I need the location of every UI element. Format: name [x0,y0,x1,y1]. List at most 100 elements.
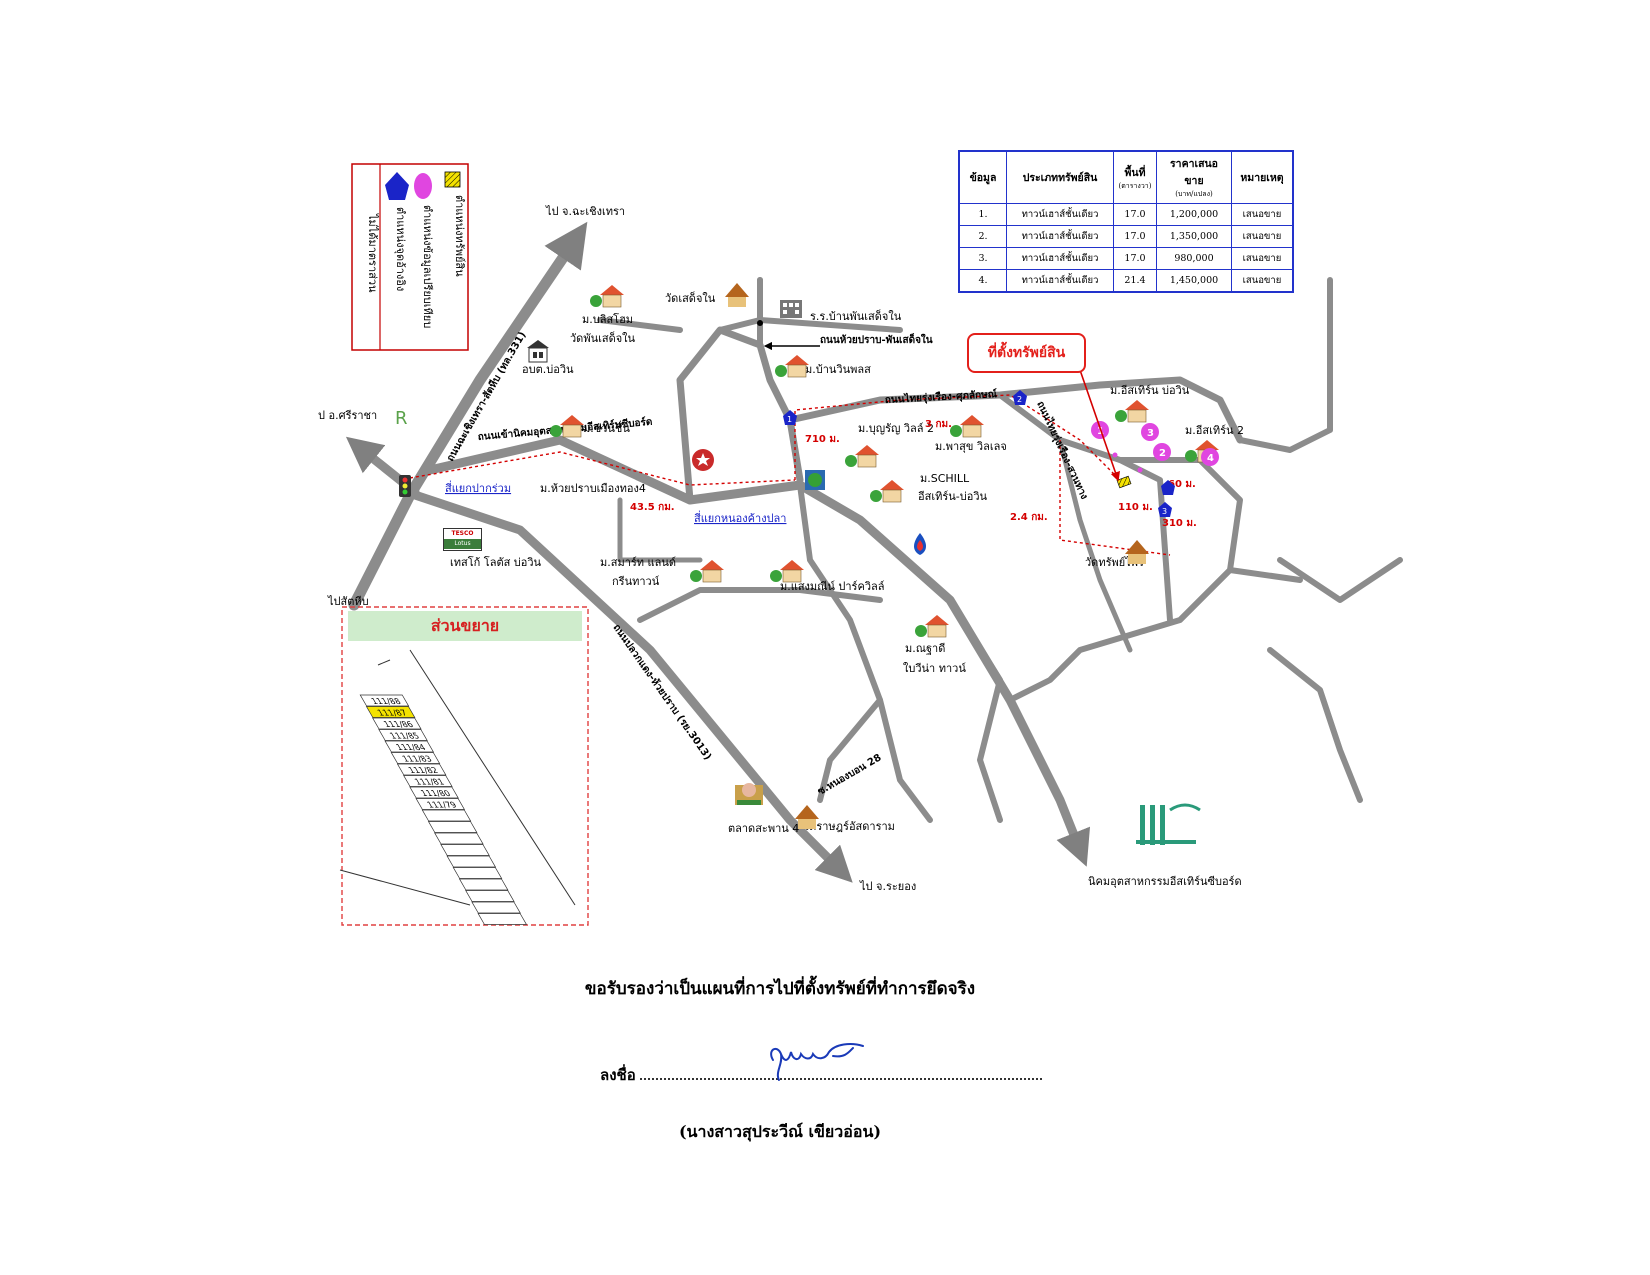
yellow-hatched-square-icon [444,171,461,188]
plot-grid: 111/88111/87111/86111/85111/84111/83111/… [359,694,528,925]
label-village-boonyarin: ม.บุญรัญ วิลล์ 2 [858,422,934,435]
plot-cell [421,809,472,822]
certification-statement: ขอรับรองว่าเป็นแผนที่การไปที่ตั้งทรัพย์ท… [584,979,976,999]
property-location-marker [1116,475,1132,489]
road-huaiprap [676,326,804,504]
legend-label-property: ตำแหน่งทรัพย์สิน [453,195,466,277]
label-village-chuanchuen: ม.ชวนชื่น [583,420,630,435]
village-icon [950,415,984,438]
plot-cell [384,740,435,753]
village-icon [1115,400,1149,423]
plot-cell [465,890,515,902]
reference-point-icon: 2 [1013,390,1027,405]
svg-text:3: 3 [1147,428,1154,439]
distance-43-5km: 43.5 กม. [630,502,675,513]
village-icon [775,355,809,378]
label-village-smart-2: กรีนทาวน์ [612,575,660,588]
label-village-chanudee: ม.ณฐาดี [905,642,945,655]
distance-110m: 110 ม. [1118,502,1153,513]
plot-layout [339,649,576,906]
village-icon [690,560,724,583]
signature-dots [639,1068,1042,1080]
temple-icon [725,283,749,307]
comparables-table: ข้อมูล ประเภททรัพย์สิน พื้นที่(ตารางวา) … [958,150,1294,293]
table-header: พื้นที่(ตารางวา) [1113,150,1157,204]
reference-point-icon: 1 [783,410,797,425]
table-header: ข้อมูล [958,150,1007,204]
svg-text:1: 1 [787,415,792,424]
svg-text:4: 4 [1207,453,1214,464]
label-market: ตลาดสะพาน 4 [728,822,799,835]
tesco-logo-bottom: Lotus [444,539,481,549]
label-village-phasuk: ม.พาสุข วิลเลจ [935,440,1007,453]
legend-note: ไม่ได้มาตราส่วน [366,213,379,293]
label-village-bliss: ม.บลิสโฮม [582,312,633,326]
distance-310m: 310 ม. [1162,518,1197,529]
table-header-row: ข้อมูล ประเภททรัพย์สิน พื้นที่(ตารางวา) … [958,150,1294,204]
label-wat-setnai: วัดเสด็จใน [665,291,716,305]
road-network [345,221,1403,883]
plot-cell [396,763,447,776]
village-icon [870,480,904,503]
plot-label: 111/80 [419,790,452,799]
comparable-marker: 2 [1153,443,1171,461]
village-icons [550,285,1219,638]
table-header: หมายเหตุ [1231,150,1294,204]
village-icon [915,615,949,638]
table-header: ประเภททรัพย์สิน [1006,150,1114,204]
comparable-marker: 3 [1141,423,1159,441]
road-label-thairung: ถนนไทยรุ่งเรือง-ศุภลักษณ์ [884,387,998,406]
signer-name: (นางสาวสุประวีณ์ เขียวอ่อน) [678,1122,882,1141]
svg-text:R: R [395,408,408,429]
label-to-rayong: ไป จ.ระยอง [859,880,916,893]
label-village-chanudee-2: ใบวีน่า ทาวน์ [903,662,966,675]
village-icon [770,560,804,583]
distance-710m: 710 ม. [805,434,840,445]
label-village-eastern-bowin: ม.อีสเทิร์น บ่อวิน [1110,384,1190,397]
tesco-logo-top: TESCO [451,530,474,537]
label-village-huaiprap: ม.ห้วยปราบเมืองทอง4 [540,482,646,495]
label-obt: อบต.บ่อวิน [522,363,574,376]
plot-cell [359,694,410,707]
school-icon [780,300,802,318]
sign-label: ลงชื่อ [600,1066,636,1084]
resort-logo: R [395,408,408,429]
plot-label: 111/88 [370,698,403,707]
distance-60m: 60 ม. [1168,479,1196,490]
plot-cell [440,844,490,856]
plot-label: 111/79 [426,801,459,810]
village-icon [550,415,584,438]
tesco-lotus-logo: TESCO Lotus [443,528,482,551]
road-label-pluakdaeng: ถนนปลวกแดง-ห้วยปราบ (รย.3013) [611,622,714,762]
label-village-eastern-2: ม.อีสเทิร์น 2 [1185,424,1244,437]
plot-label: 111/82 [407,767,440,776]
plot-label: 111/86 [382,721,415,730]
plot-cell [415,798,466,810]
plot-label: 111/84 [395,744,428,753]
plot-cell [403,775,453,787]
legend: ตำแหน่งทรัพย์สิน ตำแหน่งข้อมูลเปรียบเทีย… [351,163,469,351]
table-header: ราคาเสนอขาย(บาท/แปลง) [1156,150,1232,204]
plot-cell [452,867,503,879]
label-to-sriracha: ป อ.ศรีราชา [318,409,377,422]
plot-cell [372,717,422,730]
label-village-smart: ม.สมาร์ท แลนด์ [600,556,676,569]
label-to-chachoengsao: ไป จ.ฉะเชิงเทรา [545,205,625,218]
reference-point-icon: 3 [1158,502,1172,517]
plot-cell [446,855,497,868]
extension-panel [339,606,589,926]
plot-label: 111/87 [376,709,409,718]
svg-text:2: 2 [1017,395,1022,404]
road-label-huaiprap: ถนนห้วยปราบ-พันเสด็จใน [820,332,933,346]
label-to-sattahip: ไปสัตหีบ [327,595,369,608]
road-estate [425,435,1091,867]
legend-label-comparables: ตำแหน่งข้อมูลเปรียบเทียบ [421,205,434,328]
plot-label: 111/81 [413,778,446,787]
plot-cell [365,706,416,718]
legend-label-reference: ตำแหน่งจุดอ้างอิง [394,207,407,291]
plot-cell [427,821,478,833]
label-tesco: เทสโก้ โลตัส บ่อวิน [450,555,542,569]
